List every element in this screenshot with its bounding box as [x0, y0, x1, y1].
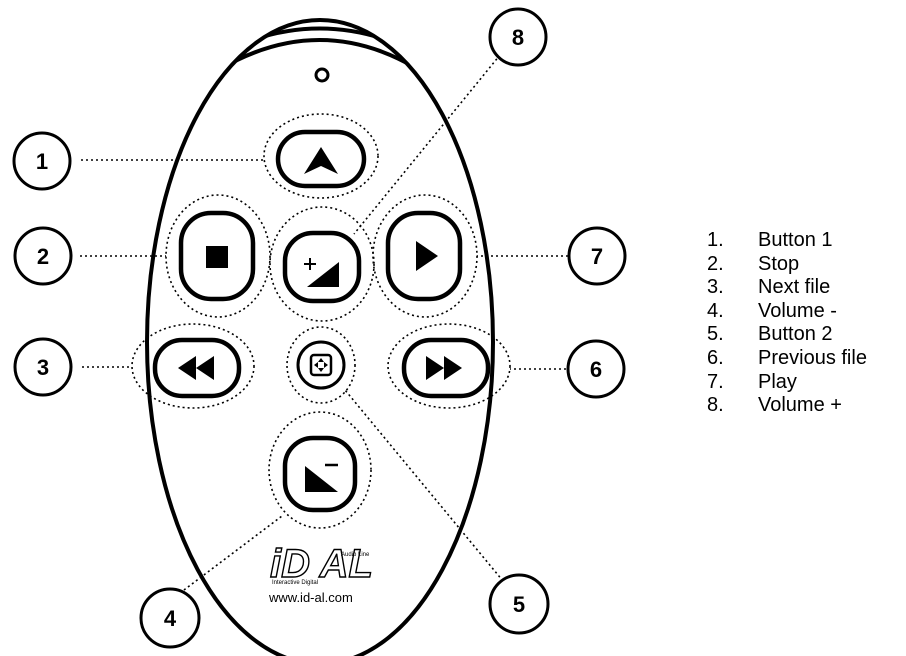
legend-list: 1. Button 1 2. Stop 3. Next file 4. Volume -… — [707, 229, 867, 418]
callout-label: 3 — [37, 355, 49, 380]
legend-number: 1. — [707, 229, 724, 251]
callout-label: 7 — [591, 244, 603, 269]
volume-down-button[interactable] — [282, 435, 358, 513]
play-button[interactable] — [385, 210, 463, 302]
fast-forward-icon — [426, 356, 462, 380]
zone-1 — [263, 113, 379, 199]
up-arrow-icon — [304, 147, 338, 174]
legend-number: 2. — [707, 252, 724, 275]
brand-name: iD AL — [270, 542, 373, 586]
legend-label: Volume + — [758, 394, 842, 417]
zone-4 — [268, 411, 372, 529]
button-1[interactable] — [275, 129, 367, 189]
callout-3: 3 — [13, 337, 73, 397]
legend-label: Previous file — [758, 346, 867, 369]
callout-label: 4 — [164, 606, 177, 631]
legend-label: Next file — [758, 276, 831, 299]
callout-8: 8 — [488, 7, 548, 67]
dpad-icon — [309, 353, 333, 377]
rewind-icon — [178, 356, 214, 380]
brand-logo: iD AL Audio Line Interactive Digital www… — [268, 541, 374, 605]
zone-6 — [387, 323, 511, 409]
callouts: 1 2 3 4 5 6 7 8 — [12, 7, 627, 649]
website-url: www.id-al.com — [268, 590, 353, 605]
legend-number: 3. — [707, 276, 724, 299]
callout-2: 2 — [13, 226, 73, 286]
volume-down-icon — [305, 463, 338, 492]
legend-item: 7. Play — [707, 371, 867, 395]
legend-item: 3. Next file — [707, 276, 867, 300]
callout-label: 2 — [37, 244, 49, 269]
legend-number: 4. — [707, 299, 724, 322]
volume-up-button[interactable] — [282, 230, 362, 304]
callout-6: 6 — [566, 339, 626, 399]
zone-5 — [286, 326, 356, 404]
interactive-digital-text: Interactive Digital — [272, 580, 318, 586]
callout-4: 4 — [139, 587, 201, 649]
callout-label: 6 — [590, 357, 602, 382]
callout-5: 5 — [488, 573, 550, 635]
button-2[interactable] — [296, 340, 346, 390]
callout-label: 5 — [513, 592, 525, 617]
legend-item: 4. Volume - — [707, 300, 867, 324]
callout-7: 7 — [567, 226, 627, 286]
remote-body — [145, 18, 495, 656]
volume-up-icon — [304, 258, 339, 287]
legend-item: 1. Button 1 — [707, 229, 867, 253]
legend-item: 6. Previous file — [707, 347, 867, 371]
rewind-button[interactable] — [152, 337, 242, 399]
legend-number: 8. — [707, 394, 724, 417]
audio-line-text: Audio Line — [341, 552, 370, 558]
buttons — [152, 129, 491, 513]
legend-item: 5. Button 2 — [707, 323, 867, 347]
zone-3 — [131, 323, 255, 409]
legend-item: 2. Stop — [707, 253, 867, 277]
legend-label: Button 2 — [758, 323, 833, 346]
zone-8 — [269, 206, 375, 322]
legend-item: 8. Volume + — [707, 394, 867, 418]
leader-lines — [80, 54, 568, 594]
stop-icon — [206, 246, 228, 268]
stop-button[interactable] — [178, 210, 256, 302]
legend-number: 5. — [707, 323, 724, 346]
callout-label: 1 — [36, 149, 48, 174]
legend-label: Stop — [758, 252, 800, 275]
play-icon — [416, 241, 438, 271]
callout-1: 1 — [12, 131, 72, 191]
legend-label: Play — [758, 370, 797, 393]
legend-label: Volume - — [758, 299, 837, 322]
callout-label: 8 — [512, 25, 524, 50]
zone-2 — [165, 194, 271, 318]
led-indicator — [314, 67, 330, 83]
legend-number: 7. — [707, 370, 724, 393]
legend-label: Button 1 — [758, 229, 833, 251]
fast-forward-button[interactable] — [401, 337, 491, 399]
legend-number: 6. — [707, 346, 724, 369]
